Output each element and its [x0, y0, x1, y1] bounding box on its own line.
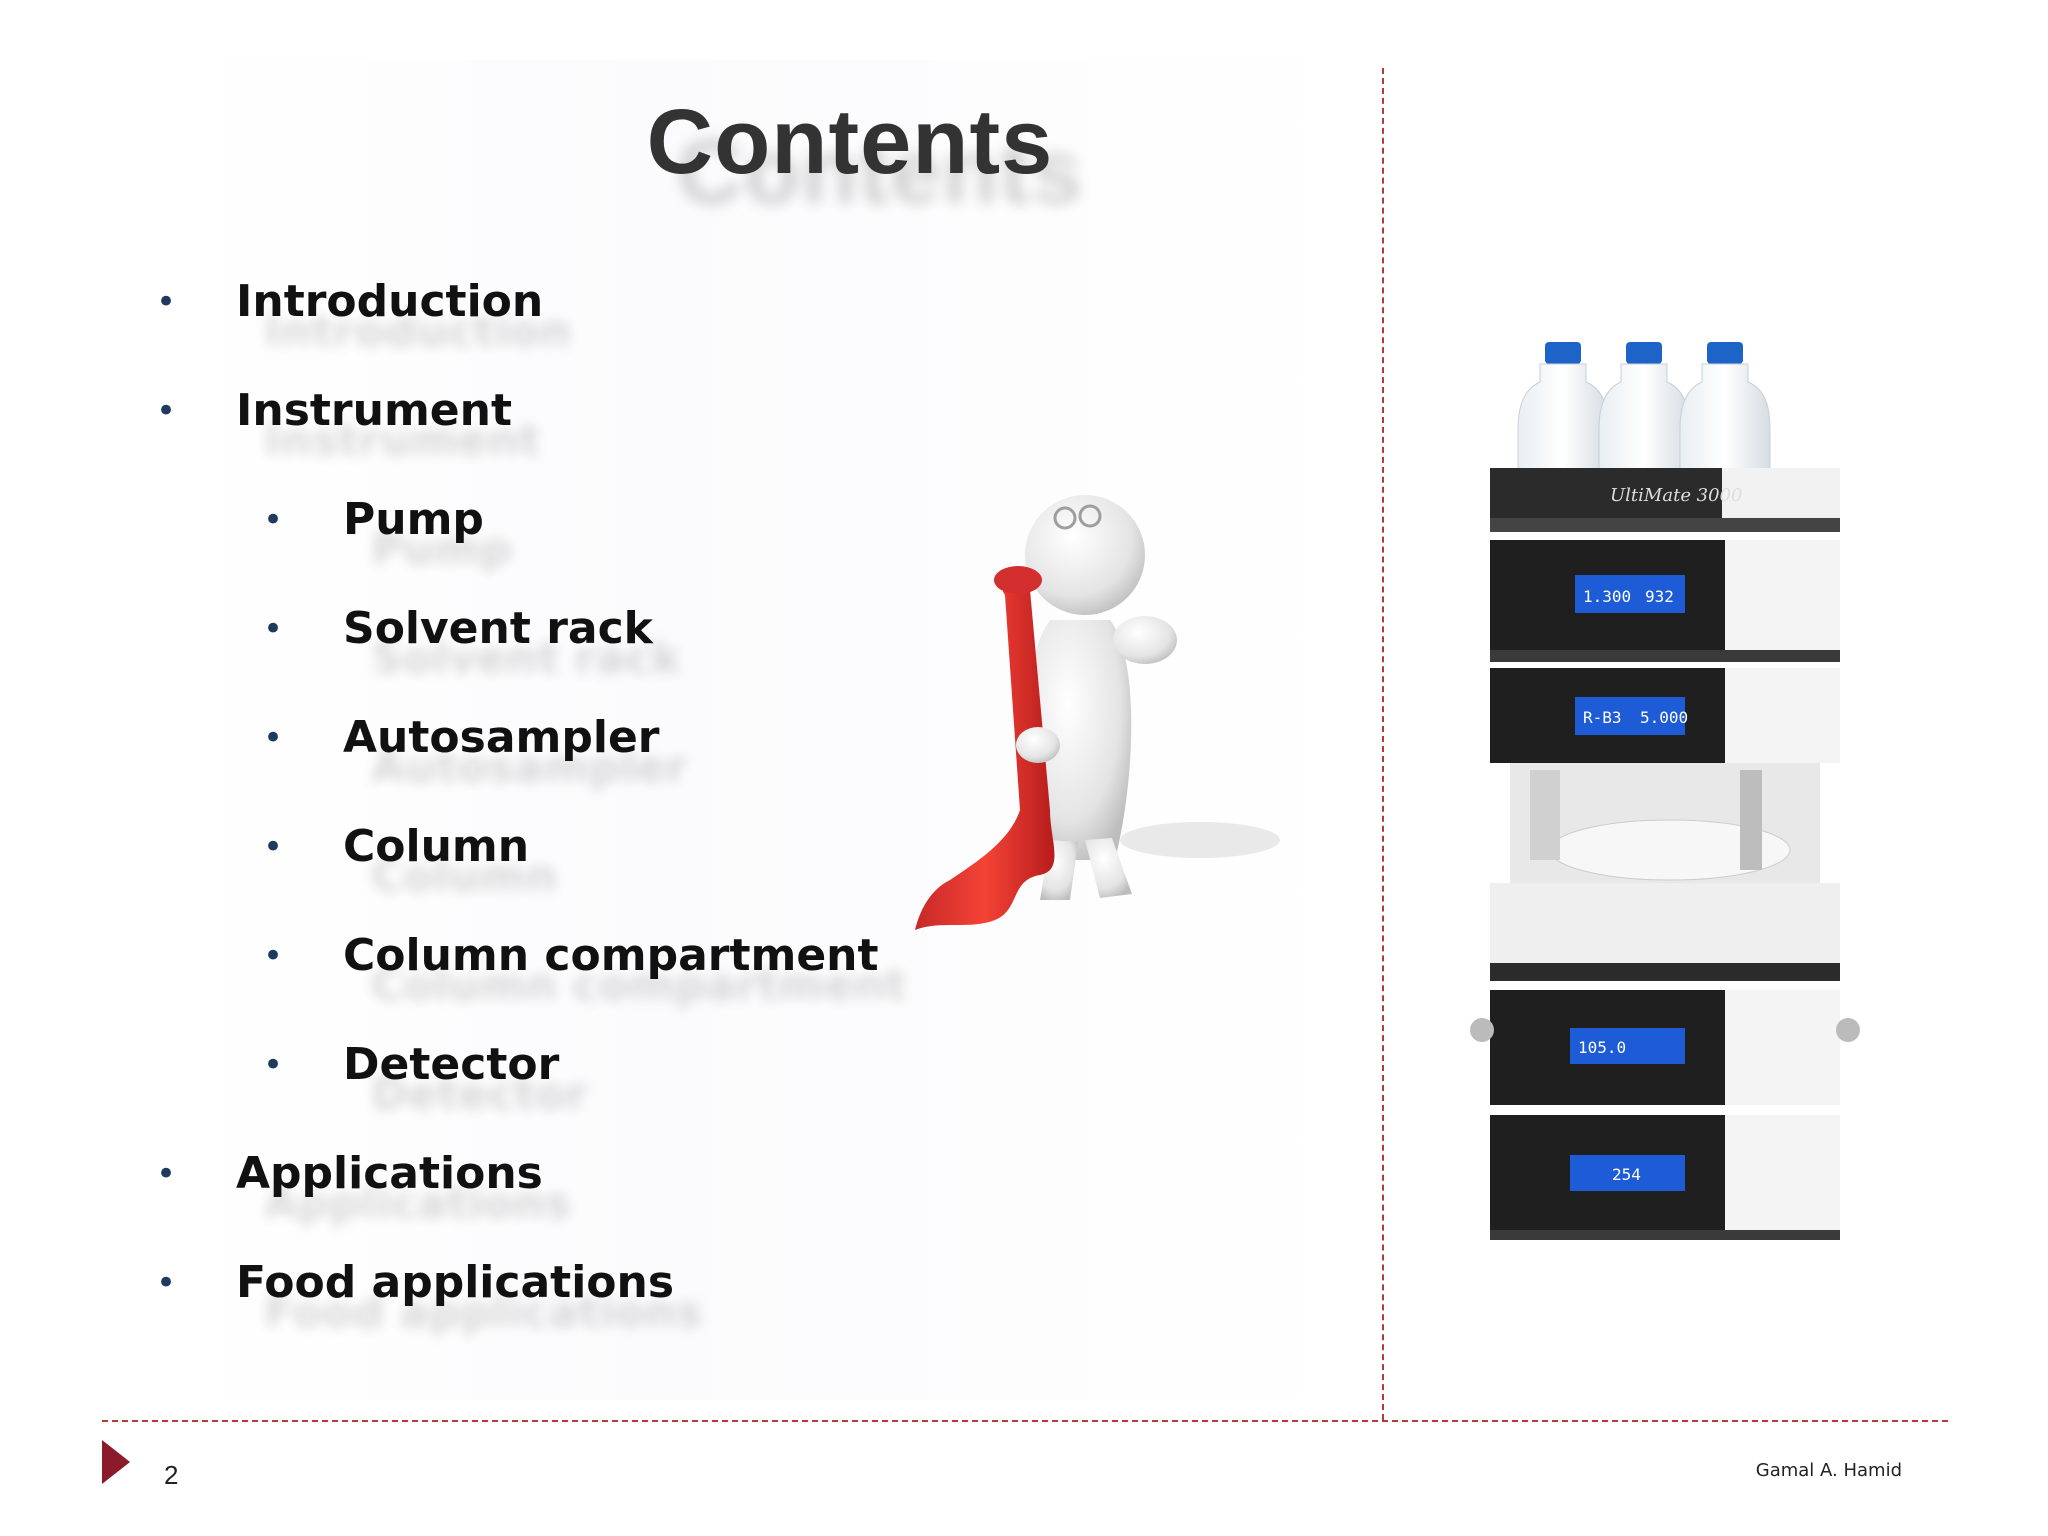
bullet-icon: •	[263, 609, 284, 649]
toc-item-pump: • Pump	[263, 490, 484, 550]
figure-eye	[1078, 504, 1102, 528]
bullet-icon: •	[263, 1045, 284, 1085]
autosampler-module: R-B3 5.000	[1490, 668, 1840, 981]
bullet-icon: •	[156, 282, 177, 322]
toc-item-label: Pump	[343, 494, 484, 545]
slide-title: Contents	[646, 91, 1054, 193]
toc-item-label: Food applications	[236, 1257, 675, 1308]
toc-item-label: Solvent rack	[343, 603, 653, 654]
toc-item-column-compartment: • Column compartment	[263, 926, 879, 986]
figure-arm	[1113, 616, 1177, 664]
toc-item-label: Introduction	[236, 276, 544, 327]
content-panel	[175, 60, 1375, 1400]
detector-module: 254	[1490, 1115, 1840, 1240]
display-value: 932	[1645, 587, 1674, 606]
display-value: 1.300	[1583, 587, 1631, 606]
pump-module: 1.300 932	[1490, 540, 1840, 662]
toc-item-label: Column compartment	[343, 930, 879, 981]
toc-item-solvent-rack: • Solvent rack	[263, 599, 653, 659]
column-compartment-module: 105.0	[1470, 990, 1860, 1105]
bullet-icon: •	[263, 718, 284, 758]
solvent-rack-module: UltiMate 3000	[1490, 468, 1840, 532]
toc-item-food-applications: • Food applications	[156, 1253, 674, 1313]
bullet-icon: •	[156, 1263, 177, 1303]
author-name: Gamal A. Hamid	[1755, 1460, 1902, 1481]
toc-item-label: Applications	[236, 1148, 543, 1199]
figure-leg	[1085, 838, 1132, 898]
display-value: 254	[1612, 1165, 1641, 1184]
red-scroll	[915, 573, 1055, 930]
toc-item-applications: • Applications	[156, 1144, 543, 1204]
bullet-icon: •	[156, 1154, 177, 1194]
figure-hand	[1016, 727, 1060, 763]
display-value: R-B3	[1583, 708, 1622, 727]
figure-eye	[1053, 506, 1077, 530]
scroll-roll	[994, 566, 1042, 594]
toc-item-introduction: • Introduction	[156, 272, 543, 332]
display-value: 105.0	[1578, 1038, 1626, 1057]
solvent-bottles	[1517, 342, 1771, 471]
display-value: 5.000	[1640, 708, 1688, 727]
figure-head	[1025, 495, 1145, 615]
person-with-scroll-illustration	[915, 495, 1280, 930]
toc-item-detector: • Detector	[263, 1035, 559, 1095]
toc-item-autosampler: • Autosampler	[263, 708, 660, 768]
toc-item-label: Autosampler	[343, 712, 660, 763]
toc-item-label: Column	[343, 821, 530, 872]
toc-item-label: Detector	[343, 1039, 560, 1090]
footer-divider	[102, 1420, 1948, 1422]
triangle-right-icon	[102, 1440, 130, 1484]
bullet-icon: •	[156, 391, 177, 431]
vertical-divider	[1382, 68, 1384, 1420]
bullet-icon: •	[263, 936, 284, 976]
hplc-instrument-photo: UltiMate 3000 1.300 932 R-B3 5.000	[1470, 342, 1860, 1240]
bullet-icon: •	[263, 500, 284, 540]
toc-item-column: • Column	[263, 817, 529, 877]
toc-item-label: Instrument	[236, 385, 512, 436]
toc-item-instrument: • Instrument	[156, 381, 512, 441]
brand-label: UltiMate 3000	[1610, 485, 1743, 506]
bullet-icon: •	[263, 827, 284, 867]
shadow-shape	[1120, 822, 1280, 858]
figure-body	[1026, 620, 1132, 860]
page-number: 2	[164, 1460, 179, 1490]
